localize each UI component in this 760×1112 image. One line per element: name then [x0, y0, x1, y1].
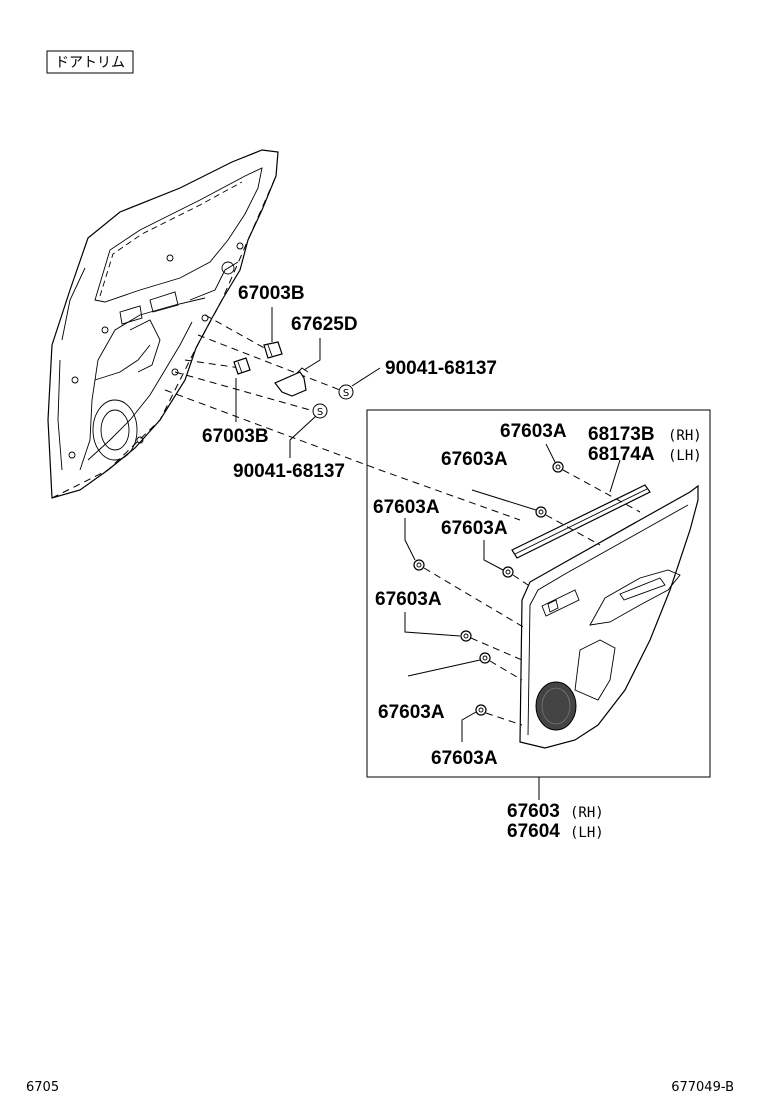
svg-text:S: S: [343, 388, 349, 399]
leader-lines-labels-left: [235, 307, 381, 458]
part-label-67603a-6: 67603A: [378, 702, 445, 723]
door-trim-panel: [519, 484, 699, 749]
bracket-67625d: [274, 367, 309, 397]
clip-67603a-5: [460, 630, 472, 642]
door-frame: [47, 149, 279, 499]
part-label-90041-68137-upper: 90041-68137: [385, 358, 497, 379]
part-label-68173b: 68173B: [588, 424, 655, 445]
part-label-67603a-7: 67603A: [431, 748, 498, 769]
clip-67003b-lower: [233, 357, 251, 375]
screw-symbol-lower: S: [312, 403, 328, 419]
part-label-90041-68137-lower: 90041-68137: [233, 461, 345, 482]
clip-67603a-3: [413, 559, 425, 571]
part-label-67603: 67603: [507, 801, 560, 822]
part-label-68174a-suffix: (LH): [668, 448, 702, 464]
part-label-67603a-2: 67603A: [441, 449, 508, 470]
part-label-67603a-4: 67603A: [441, 518, 508, 539]
section-title-box: ドアトリム: [46, 50, 134, 74]
part-label-67603a-3: 67603A: [373, 497, 440, 518]
clip-67603a-4: [502, 566, 514, 578]
clip-67603a-2: [535, 506, 547, 518]
part-label-67603a-5: 67603A: [375, 589, 442, 610]
part-label-67604-suffix: (LH): [570, 825, 604, 841]
part-label-67604: 67604: [507, 821, 560, 842]
clip-67603a-6: [479, 652, 491, 664]
leader-lines-labels-right: [404, 443, 621, 800]
part-label-67603a-1: 67603A: [500, 421, 567, 442]
part-label-67603-suffix: (RH): [570, 805, 604, 821]
clip-67603a-7: [475, 704, 487, 716]
leader-lines-clips: [423, 469, 641, 726]
svg-text:S: S: [317, 407, 323, 418]
section-title: ドアトリム: [55, 55, 125, 71]
leader-lines-door: [164, 314, 521, 521]
part-label-67003b-upper: 67003B: [238, 283, 305, 304]
weatherstrip: [511, 484, 651, 559]
part-label-68173b-suffix: (RH): [668, 428, 702, 444]
page-number: 6705: [26, 1080, 59, 1095]
clip-67603a-1: [552, 461, 564, 473]
part-label-68174a: 68174A: [588, 444, 655, 465]
clip-67003b-upper: [263, 341, 283, 359]
figure-id: 677049-B: [671, 1080, 734, 1095]
part-label-67625d: 67625D: [291, 314, 358, 335]
part-label-67003b-lower: 67003B: [202, 426, 269, 447]
screw-symbol-upper: S: [338, 384, 354, 400]
